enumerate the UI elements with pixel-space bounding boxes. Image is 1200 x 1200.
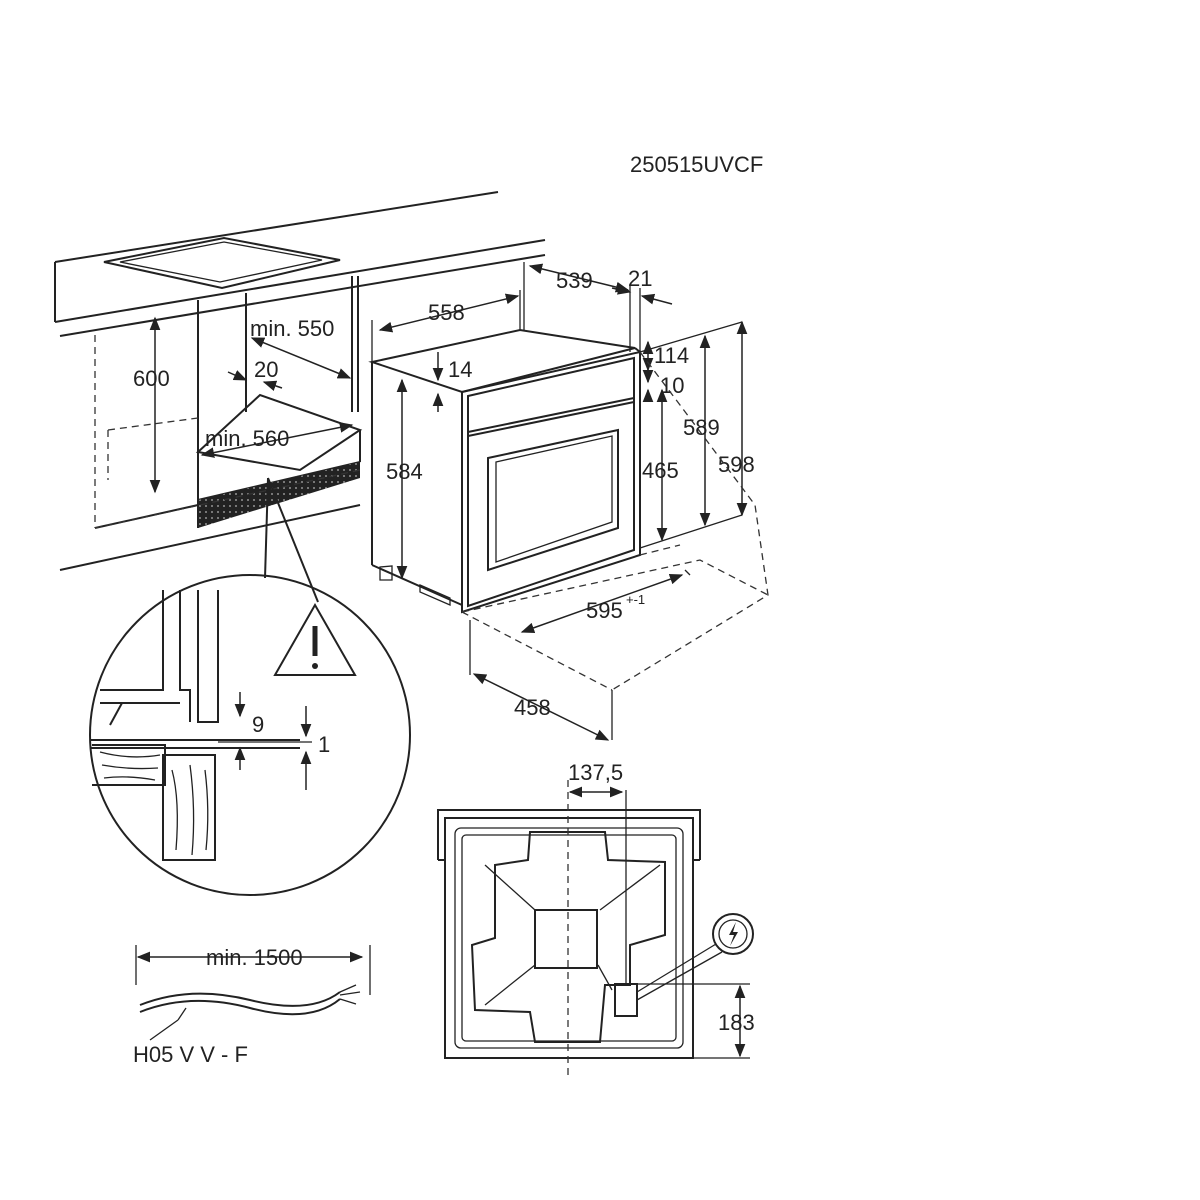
inner-height-dimension: 589 (683, 334, 720, 527)
front-width-tolerance: +-1 (626, 592, 645, 607)
detail-magnifier: 9 1 (89, 477, 411, 896)
body-depth-dimension: 539 (523, 262, 641, 352)
niche-depth-label: min. 550 (250, 316, 334, 341)
plug-offset-x-dimension: 137,5 (568, 760, 624, 798)
niche-width-label: min. 560 (205, 426, 289, 451)
door-height-dimension: 465 (642, 388, 679, 542)
oven-depth-dimension: 558 (371, 290, 521, 362)
plug-offset-y-dimension: 183 (637, 983, 755, 1059)
front-offset-label: 20 (254, 357, 278, 382)
gap-9-label: 9 (252, 712, 264, 737)
gap-1-label: 1 (318, 732, 330, 757)
door-height-label: 465 (642, 458, 679, 483)
oven-depth-label: 558 (428, 300, 465, 325)
side-depth-label: 458 (514, 695, 551, 720)
installation-outline (461, 351, 769, 740)
cabinet-height-dimension: 600 (133, 316, 170, 494)
power-cable: min. 1500 H05 V V - F (133, 945, 371, 1067)
cable-length-label: min. 1500 (206, 945, 303, 970)
warning-triangle-icon (273, 602, 357, 676)
body-height-label: 584 (386, 459, 423, 484)
body-depth-label: 539 (556, 268, 593, 293)
side-depth-dimension: 458 (472, 673, 610, 741)
plug-offset-x-label: 137,5 (568, 760, 623, 785)
door-thickness-dimension: 21 (611, 266, 673, 305)
upper-panel-dimension: 114 (642, 340, 689, 372)
hob (103, 236, 341, 290)
model-code: 250515UVCF (630, 152, 763, 177)
ventilation-strip (198, 462, 360, 528)
control-step-dimension: 10 (642, 369, 684, 403)
total-height-label: 598 (718, 452, 755, 477)
plug-offset-y-label: 183 (718, 1010, 755, 1035)
top-gap-label: 14 (448, 357, 472, 382)
cable-type-label: H05 V V - F (133, 1042, 248, 1067)
door-thickness-label: 21 (628, 266, 652, 291)
niche-depth-dimension: min. 550 (250, 316, 352, 379)
top-gap-dimension: 14 (432, 352, 472, 412)
total-height-dimension: 598 (639, 320, 755, 549)
electrical-connection-icon (636, 913, 754, 1001)
front-offset-dimension: 20 (227, 357, 283, 391)
cabinet-height-label: 600 (133, 366, 170, 391)
niche-width-dimension: min. 560 (200, 422, 354, 458)
oven-rear-view (437, 780, 701, 1075)
inner-height-label: 589 (683, 415, 720, 440)
front-width-dimension: 595 +-1 (520, 573, 684, 634)
kitchen-cabinet (54, 191, 546, 571)
body-height-dimension: 584 (386, 378, 423, 580)
upper-panel-label: 114 (654, 343, 689, 368)
front-width-label: 595 (586, 598, 623, 623)
